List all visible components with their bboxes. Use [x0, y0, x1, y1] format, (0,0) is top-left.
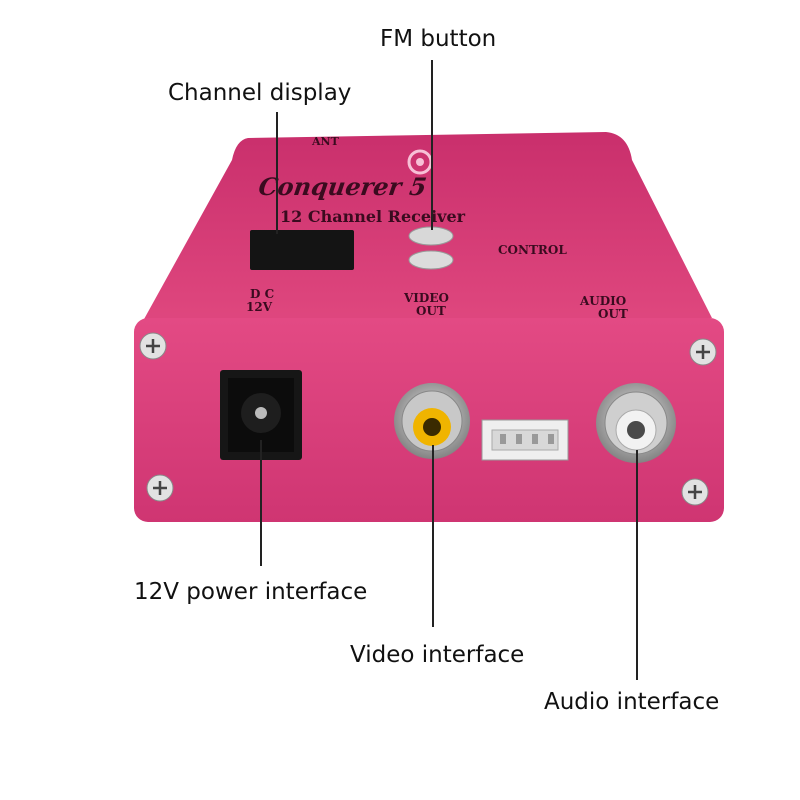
channel-display-screen	[250, 230, 354, 270]
dc-voltage-label: 12V	[246, 300, 273, 314]
screw-icon	[146, 474, 174, 502]
screw-icon	[689, 338, 717, 366]
control-label: CONTROL	[498, 243, 567, 257]
video-label: VIDEO	[403, 291, 449, 305]
fm-button-lower[interactable]	[408, 250, 454, 270]
audio-leader-line	[636, 450, 638, 680]
audio-out-label: OUT	[598, 307, 628, 321]
power-leader-line	[260, 440, 262, 566]
channel-leader-line	[276, 112, 278, 234]
brand-logo-text: Conquerer 5	[257, 172, 429, 201]
channel-display-callout: Channel display	[168, 80, 352, 106]
video-leader-line	[432, 445, 434, 627]
dc-label: D C	[250, 287, 274, 301]
video-out-label: OUT	[416, 304, 446, 318]
fm-leader-line	[431, 60, 433, 230]
video-interface-callout: Video interface	[350, 642, 525, 668]
screw-icon	[681, 478, 709, 506]
fm-button-callout: FM button	[380, 26, 497, 52]
audio-label: AUDIO	[579, 294, 626, 308]
screw-icon	[139, 332, 167, 360]
small-mark-text: ANT	[311, 135, 340, 148]
audio-interface-callout: Audio interface	[544, 689, 720, 715]
power-interface-callout: 12V power interface	[134, 579, 368, 605]
dc-power-jack[interactable]	[220, 370, 302, 460]
video-rca-jack[interactable]	[394, 383, 470, 459]
model-label: 12 Channel Receiver	[280, 207, 466, 226]
audio-rca-jack[interactable]	[596, 383, 676, 463]
jst-connector	[481, 419, 569, 461]
